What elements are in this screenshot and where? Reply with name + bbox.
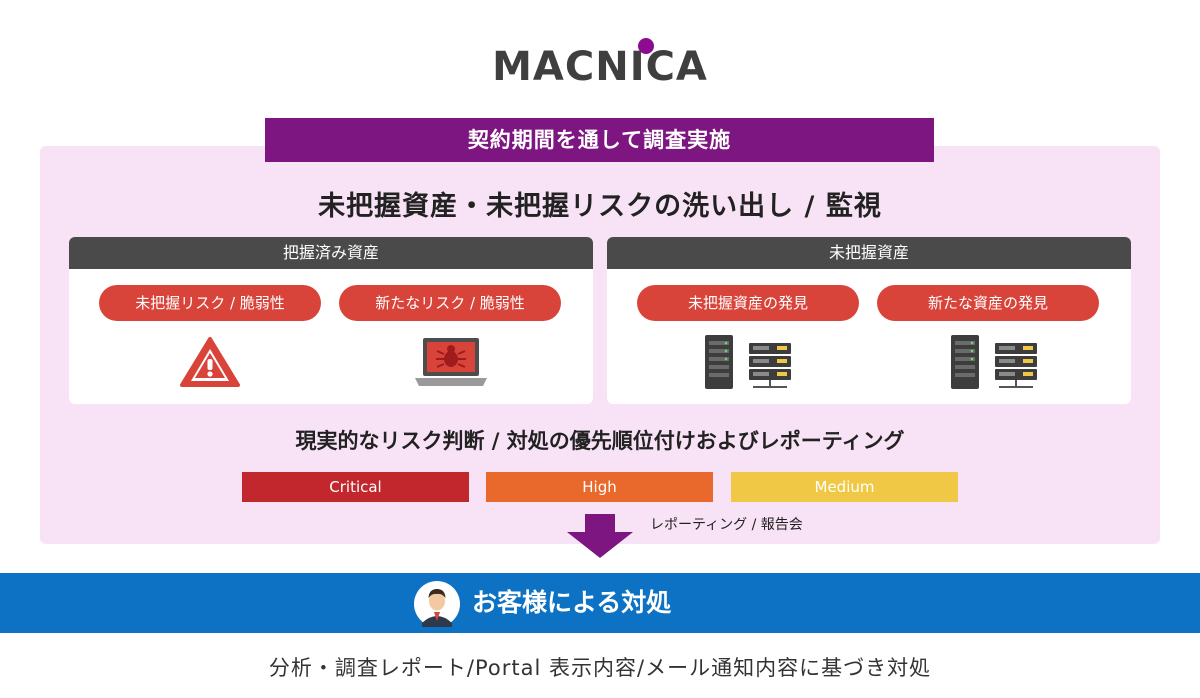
warning-icon [180,337,240,387]
customer-action-bar: お客様による対処 [0,573,1200,633]
period-banner: 契約期間を通して調査実施 [265,118,934,162]
unknown-assets-title: 未把握資産 [607,237,1131,269]
businessman-avatar-icon [414,581,460,627]
customer-action-title: お客様による対処 [472,588,672,617]
known-assets-title: 把握済み資産 [69,237,593,269]
laptop-bug-icon [415,338,487,386]
asset-pill-unknown: 未把握資産の発見 [637,285,859,321]
reporting-label: レポーティング / 報告会 [650,517,803,533]
severity-medium: Medium [731,472,958,502]
risk-pill-unknown-vuln: 未把握リスク / 脆弱性 [99,285,321,321]
main-heading: 未把握資産・未把握リスクの洗い出し / 監視 [318,191,882,222]
logo-dot [638,38,654,54]
footer-description: 分析・調査レポート/Portal 表示内容/メール通知内容に基づき対処 [268,656,932,680]
macnica-logo: MACNICA [482,38,718,92]
severity-high: High [486,472,713,502]
servers-icon [951,335,1037,389]
logo-text: MACNICA [492,44,708,90]
severity-critical: Critical [242,472,469,502]
down-arrow-icon [567,514,633,558]
prioritization-heading: 現実的なリスク判断 / 対処の優先順位付けおよびレポーティング [295,429,905,453]
known-assets-card: 把握済み資産 未把握リスク / 脆弱性 新たなリスク / 脆弱性 [69,237,593,404]
risk-pill-new-vuln: 新たなリスク / 脆弱性 [339,285,561,321]
servers-icon [705,335,791,389]
unknown-assets-card: 未把握資産 未把握資産の発見 新たな資産の発見 [607,237,1131,404]
asset-pill-new: 新たな資産の発見 [877,285,1099,321]
